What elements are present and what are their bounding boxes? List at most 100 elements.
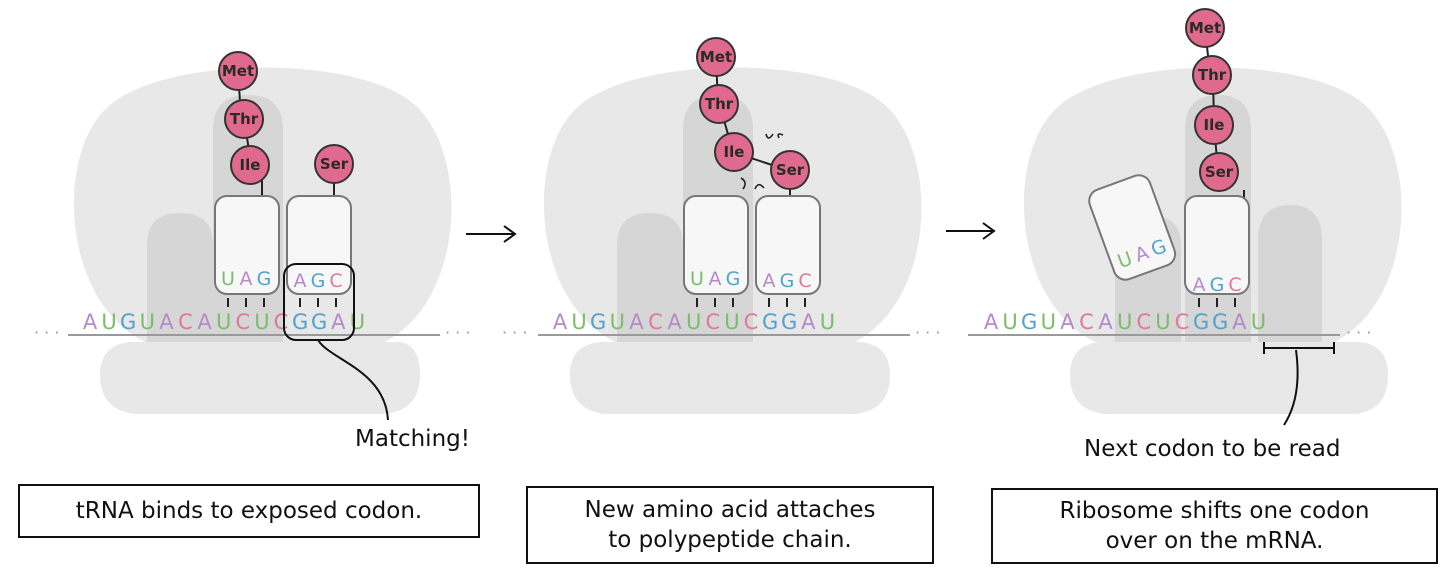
nucleotide: U bbox=[254, 310, 269, 334]
mrna-dots-right: · · · bbox=[445, 323, 470, 342]
nucleotide: U bbox=[1041, 310, 1056, 334]
nucleotide: C bbox=[274, 310, 289, 334]
nucleotide: C bbox=[235, 310, 250, 334]
nucleotide: A bbox=[984, 310, 999, 334]
nucleotide: A bbox=[1060, 310, 1075, 334]
nucleotide: C bbox=[1175, 310, 1190, 334]
incoming-amino-acid: Ser bbox=[314, 144, 354, 184]
nucleotide: G bbox=[762, 310, 778, 334]
nucleotide: C bbox=[705, 310, 720, 334]
step-arrow-1 bbox=[466, 225, 517, 243]
caption-step-1-text: tRNA binds to exposed codon. bbox=[75, 498, 423, 524]
nucleotide: U bbox=[216, 310, 231, 334]
anticodon-base: U bbox=[221, 268, 235, 290]
trna-exiting: UAG bbox=[1088, 174, 1177, 281]
amino-acid-ser: Ser bbox=[320, 155, 349, 173]
amino-acid-thr: Thr bbox=[230, 110, 259, 128]
step-arrow-2 bbox=[946, 222, 996, 240]
anticodon-base: G bbox=[726, 268, 741, 290]
anticodon-base: C bbox=[329, 270, 342, 292]
amino-acid-ser: Ser bbox=[1205, 163, 1234, 181]
nucleotide: G bbox=[311, 310, 327, 334]
ribosome-small-subunit bbox=[1070, 342, 1388, 414]
nucleotide: U bbox=[610, 310, 625, 334]
base-pair-ticks bbox=[1198, 298, 1236, 307]
mrna-dots-right: · · · bbox=[915, 323, 940, 342]
anticodon-base: A bbox=[763, 270, 776, 292]
amino-acid-ile: Ile bbox=[240, 156, 261, 174]
nucleotide: G bbox=[1021, 310, 1037, 334]
nucleotide: A bbox=[331, 310, 346, 334]
nucleotide: A bbox=[1232, 310, 1247, 334]
base-pair-ticks bbox=[696, 298, 806, 307]
nucleotide: U bbox=[686, 310, 701, 334]
base-pair-ticks bbox=[227, 298, 337, 307]
anticodon-base: G bbox=[257, 268, 272, 290]
mrna-dots-left: · · · bbox=[502, 323, 527, 342]
nucleotide: U bbox=[1002, 310, 1017, 334]
amino-acid-thr: Thr bbox=[1198, 66, 1227, 84]
nucleotide: A bbox=[159, 310, 174, 334]
matching-pointer-line bbox=[317, 339, 389, 421]
nucleotide: U bbox=[820, 310, 835, 334]
nucleotide: A bbox=[197, 310, 212, 334]
caption-step-1: tRNA binds to exposed codon. bbox=[18, 484, 480, 538]
polypeptide-chain: Met Thr Ile Ser bbox=[1185, 8, 1239, 192]
nucleotide: C bbox=[1079, 310, 1094, 334]
caption-step-3: Ribosome shifts one codon over on the mR… bbox=[991, 488, 1438, 564]
caption-step-2: New amino acid attaches to polypeptide c… bbox=[526, 486, 934, 564]
nucleotide: U bbox=[724, 310, 739, 334]
nucleotide: C bbox=[744, 310, 759, 334]
nucleotide: C bbox=[648, 310, 663, 334]
nucleotide: U bbox=[1251, 310, 1266, 334]
amino-acid-thr: Thr bbox=[705, 95, 734, 113]
anticodon-base: A bbox=[709, 268, 722, 290]
anticodon-base: G bbox=[780, 270, 795, 292]
next-codon-label: Next codon to be read bbox=[1084, 436, 1340, 462]
nucleotide: C bbox=[1136, 310, 1151, 334]
polypeptide-chain: Met Thr Ile bbox=[218, 51, 270, 185]
ribosome-small-subunit bbox=[100, 342, 420, 414]
matching-label: Matching! bbox=[355, 426, 470, 452]
nucleotide: U bbox=[1117, 310, 1132, 334]
nucleotide: U bbox=[140, 310, 155, 334]
ribosome-small-subunit bbox=[570, 342, 890, 414]
nucleotide: A bbox=[629, 310, 644, 334]
amino-acid-ile: Ile bbox=[724, 143, 745, 161]
anticodon-base: U bbox=[690, 268, 704, 290]
nucleotide: G bbox=[292, 310, 308, 334]
next-codon-bracket bbox=[1263, 342, 1335, 354]
amino-acid-met: Met bbox=[1189, 19, 1221, 37]
mrna-dots-right: · · · bbox=[1346, 323, 1371, 342]
nucleotide: G bbox=[120, 310, 136, 334]
bond-mark bbox=[765, 133, 784, 139]
anticodon-base: A bbox=[240, 268, 253, 290]
bond-mark bbox=[740, 177, 765, 190]
nucleotide: G bbox=[590, 310, 606, 334]
nucleotide: A bbox=[553, 310, 568, 334]
nucleotide: U bbox=[101, 310, 116, 334]
nucleotide: A bbox=[801, 310, 816, 334]
amino-acid-met: Met bbox=[222, 62, 254, 80]
anticodon-base: G bbox=[1148, 235, 1169, 261]
nucleotide: A bbox=[1098, 310, 1113, 334]
nucleotide: A bbox=[83, 310, 98, 334]
anticodon-base: C bbox=[798, 270, 811, 292]
anticodon-base: G bbox=[311, 270, 326, 292]
amino-acid-ile: Ile bbox=[1204, 116, 1225, 134]
anticodon-base: G bbox=[1210, 274, 1225, 296]
amino-acid-ser: Ser bbox=[776, 161, 805, 179]
nucleotide: G bbox=[1212, 310, 1228, 334]
anticodon-base: C bbox=[1228, 274, 1241, 296]
